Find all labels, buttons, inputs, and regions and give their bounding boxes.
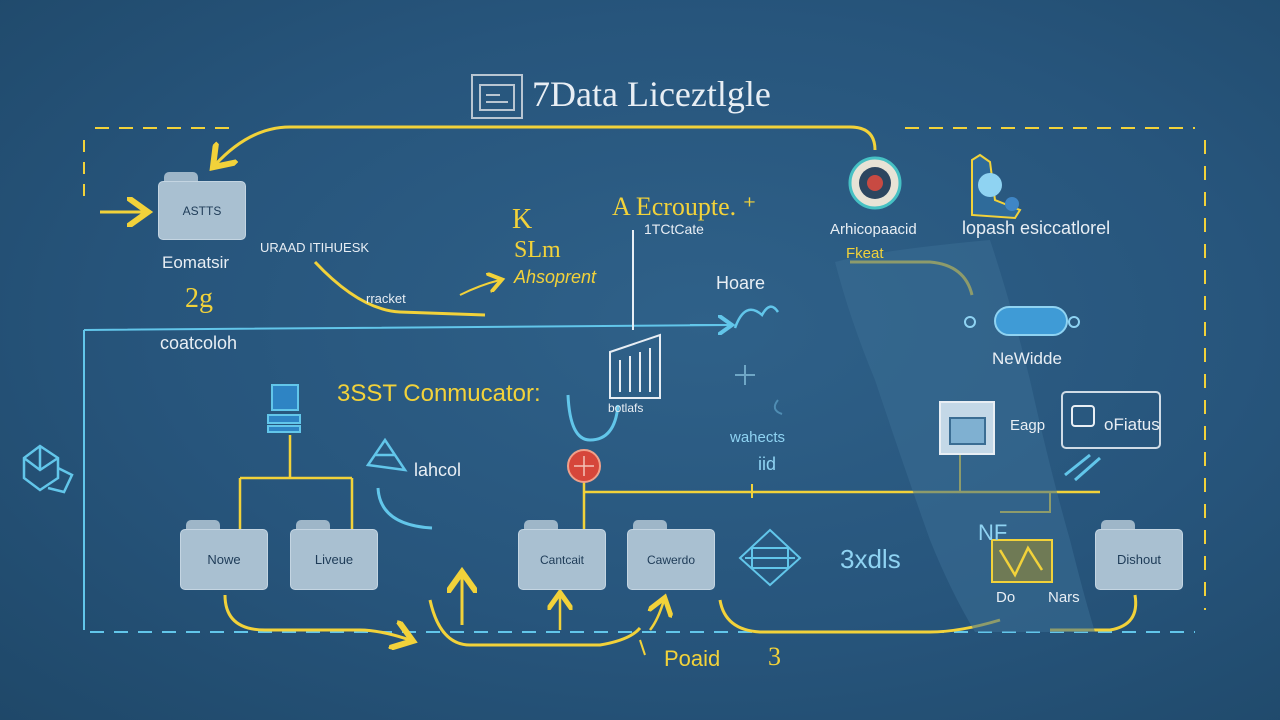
folder-nowe[interactable]: Nowe (180, 520, 268, 590)
label-hoare: Hoare (716, 273, 766, 293)
folder-cantcait-label: Cantcait (518, 529, 606, 590)
dishout-loop (1050, 594, 1138, 632)
bottom-loop-mid (428, 599, 642, 647)
label-wahects: wahects (730, 429, 786, 446)
robot-icon (966, 152, 1026, 220)
rracket-arrow (459, 280, 500, 296)
database-icon[interactable] (265, 382, 305, 436)
hoare-glyph (733, 305, 780, 329)
label-lahcol: lahcol (414, 460, 462, 480)
building-icon-shape (609, 333, 661, 399)
folder-cawerdo[interactable]: Cawerdo (627, 520, 715, 590)
folder-cawerdo-label: Cawerdo (627, 529, 715, 590)
label-ahsoprent: Ahsoprent (514, 267, 597, 287)
cloud-pill-left (964, 316, 976, 328)
chart-icon-lines (998, 545, 1044, 578)
network-icon-shape (738, 528, 802, 587)
label-ofiatus: oFiatus (1104, 415, 1160, 434)
bottom-loop-right (718, 599, 1001, 634)
label-2g: 2g (185, 283, 213, 314)
db-node-shape (267, 384, 301, 433)
poaid-link (639, 639, 646, 656)
document-icon (470, 72, 524, 120)
top-return-arrow (215, 125, 877, 165)
record-icon[interactable] (566, 448, 602, 484)
tree-connector (238, 435, 354, 530)
red-node-cross (574, 456, 594, 476)
folder-cantcait[interactable]: Cantcait (518, 520, 606, 590)
cube-icon (20, 442, 76, 496)
lahcol-curve (376, 487, 433, 530)
label-poaid-number: 3 (768, 642, 781, 671)
label-tctcate: 1TCtCate (644, 221, 704, 237)
folder-dishout[interactable]: Dishout (1095, 520, 1183, 590)
up-arrow-3 (650, 600, 664, 631)
label-slm: SLm (514, 237, 561, 263)
label-rracket: rracket (366, 291, 406, 306)
tent-icon-shape (365, 437, 408, 472)
sparkle-glyph (735, 365, 755, 385)
folder-astts[interactable]: ASTTS (158, 172, 246, 240)
label-lopash: lopash esiccatlorel (962, 218, 1111, 238)
label-uraad: URAAD ITIHUESK (260, 240, 370, 255)
folder-nowe-label: Nowe (180, 529, 268, 590)
window-icon[interactable] (938, 400, 996, 456)
ofiatus-glyph (1071, 405, 1095, 427)
cloud-icon[interactable] (960, 302, 1082, 342)
label-bsst: 3SST Conmucator: (337, 380, 541, 407)
target-icon-inner (867, 175, 883, 191)
diagram-title: 7Data Liceztlgle (532, 74, 771, 114)
cyan-bus-line (83, 324, 731, 630)
label-botlafs: botlafs (608, 401, 644, 415)
network-icon[interactable] (736, 526, 804, 588)
cube-icon-shape (22, 444, 74, 494)
cloud-pill-right (1068, 316, 1080, 328)
chart-icon[interactable] (990, 538, 1054, 584)
folder-dishout-label: Dishout (1095, 529, 1183, 590)
label-3xdls: 3xdls (840, 544, 901, 574)
label-do: Do (996, 589, 1016, 606)
cloud-pill-shape (994, 306, 1068, 336)
bottom-loop-left (223, 594, 410, 640)
label-iid: iid (758, 454, 777, 474)
label-nf: NF (978, 520, 1008, 545)
figure-dot (1005, 197, 1019, 211)
uraad-swoop (313, 260, 486, 317)
label-eagp: Eagp (1010, 417, 1046, 434)
label-big-k: K (512, 204, 533, 235)
building-icon (606, 332, 664, 402)
label-fkeat: Fkeat (846, 245, 884, 262)
label-arhicon: Arhicopaacid (830, 221, 917, 238)
folder-liveue[interactable]: Liveue (290, 520, 378, 590)
tent-icon (364, 436, 410, 474)
label-newidde: NeWidde (992, 349, 1062, 368)
bsst-squiggle (566, 394, 620, 442)
folder-astts-label: ASTTS (158, 181, 246, 240)
folder-liveue-label: Liveue (290, 529, 378, 590)
label-ecroupte: A Ecroupte. ⁺ (612, 192, 757, 221)
title-icon-shape (471, 74, 523, 119)
figure-head (978, 173, 1002, 197)
label-eomatsir: Eomatsir (162, 253, 230, 272)
target-icon[interactable] (848, 156, 902, 210)
label-poaid: Poaid (664, 646, 721, 671)
ofiatus-box (1061, 391, 1161, 449)
label-nars: Nars (1048, 589, 1080, 606)
window-icon-inner (949, 417, 986, 445)
arc-glyph (773, 399, 783, 415)
label-coatcoloh: coatcoloh (160, 333, 238, 353)
slash-mark (1064, 453, 1101, 482)
